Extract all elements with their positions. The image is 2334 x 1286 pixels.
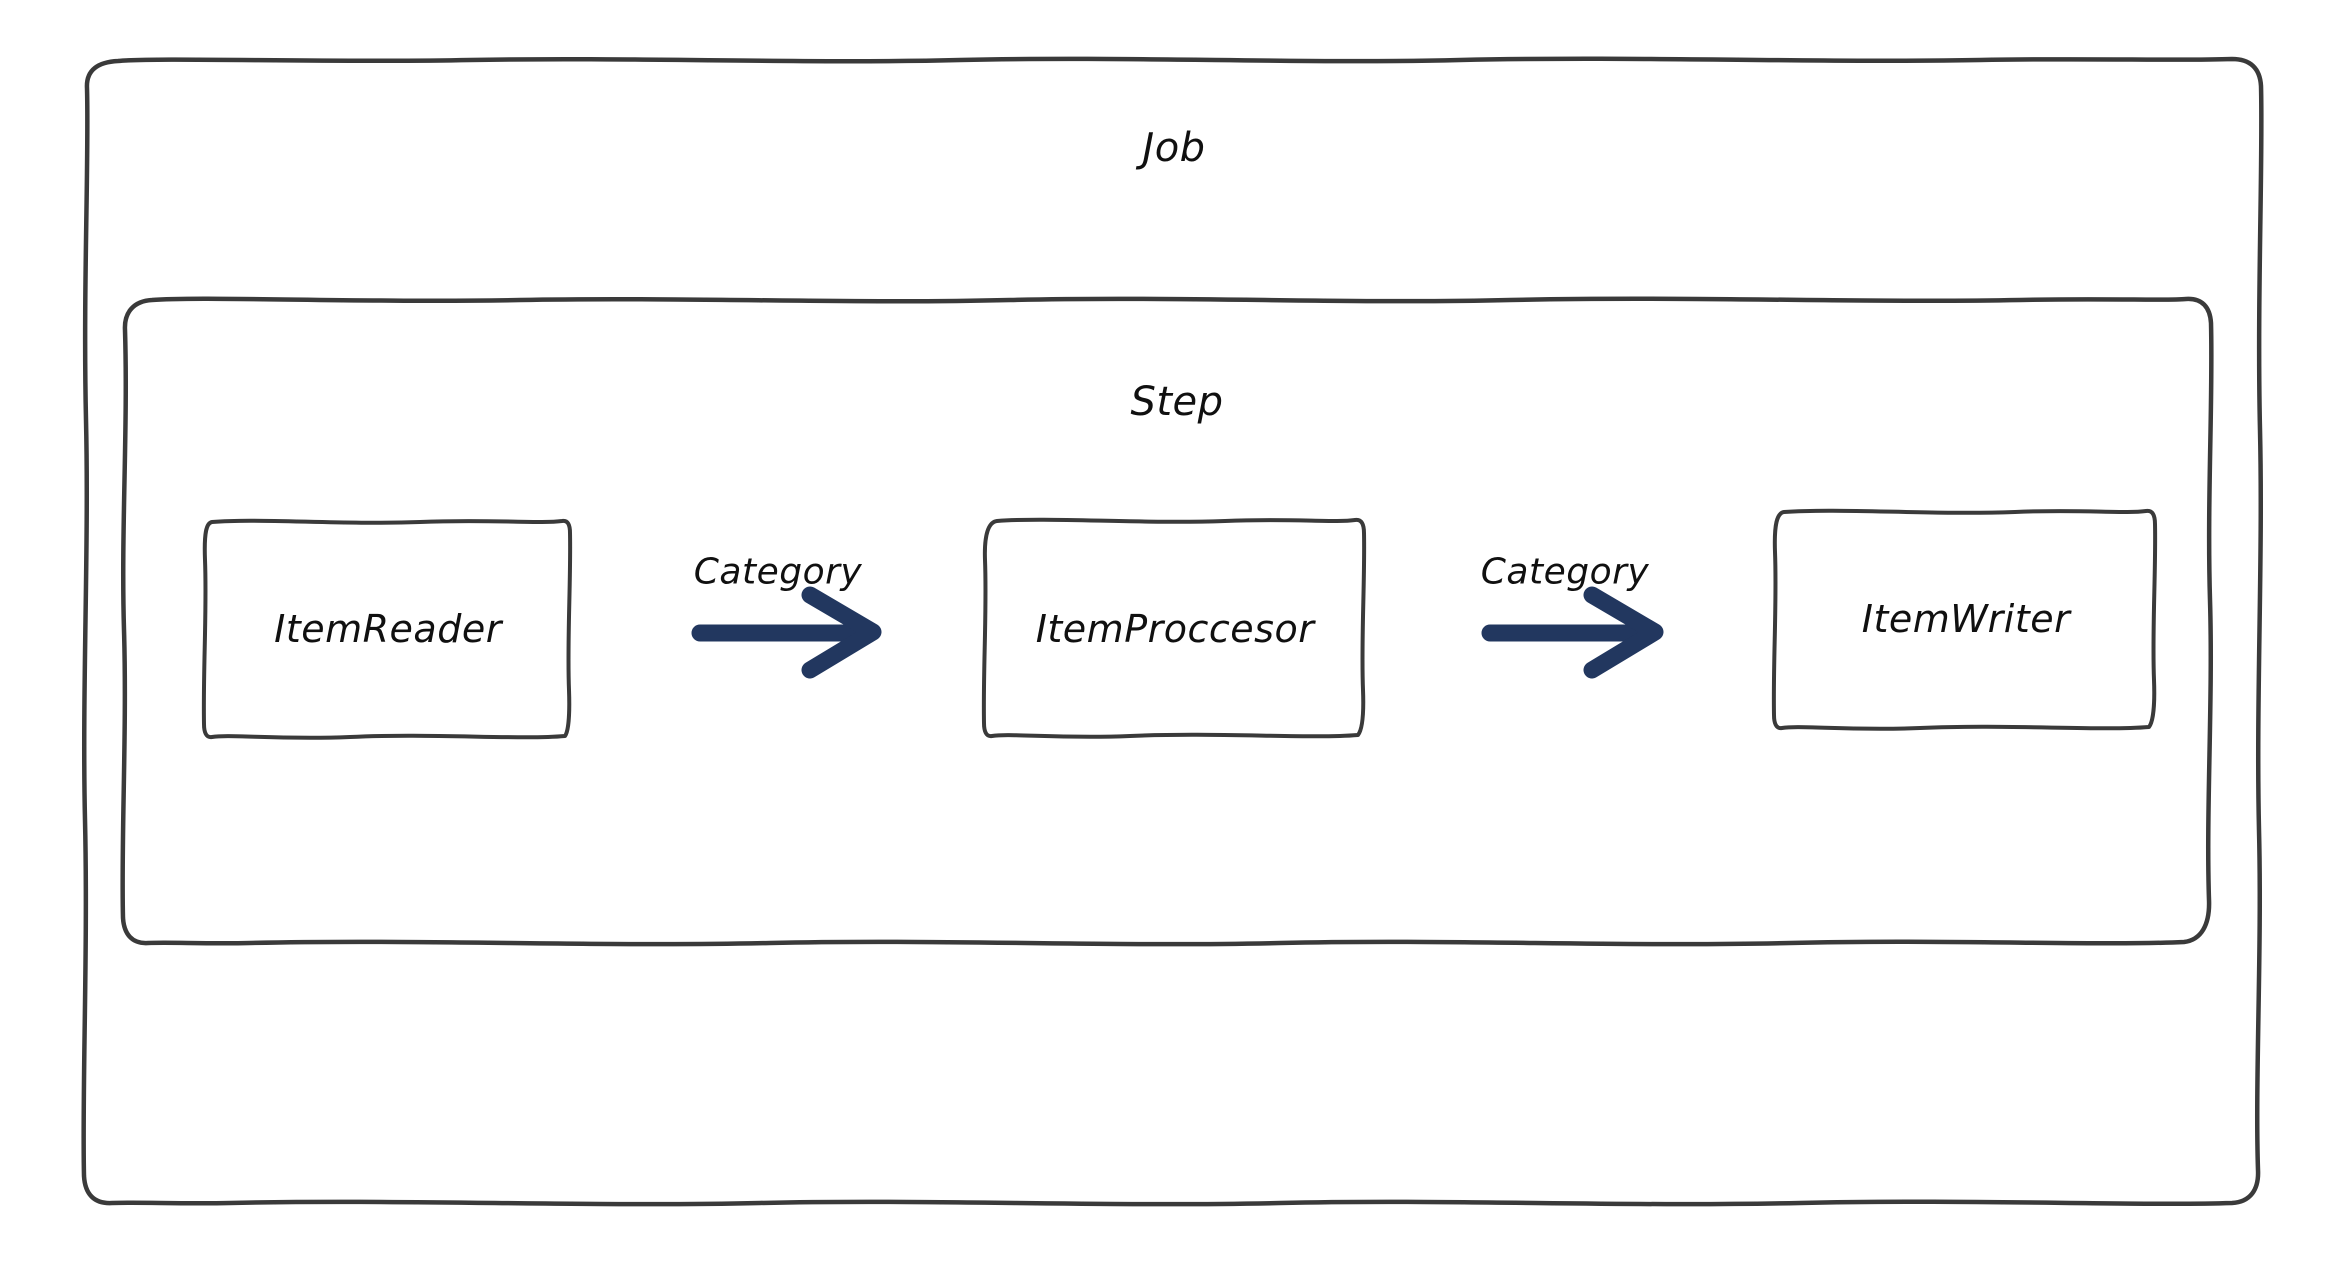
item-reader-label: ItemReader (274, 607, 502, 651)
arrow-head-2 (1583, 586, 1664, 679)
item-proccesor-label: ItemProccesor (1035, 607, 1315, 651)
arrow-head-1 (801, 586, 882, 679)
step-container-label: Step (1130, 379, 1224, 425)
edge-proccesor-to-writer-arrow[interactable] (1481, 586, 1664, 679)
job-container-outline[interactable] (81, 56, 2264, 1207)
item-writer-label: ItemWriter (1861, 597, 2071, 641)
edge-reader-to-proccesor-label: Category (693, 551, 863, 593)
item-reader-box-outline[interactable] (201, 518, 573, 740)
step-container-outline[interactable] (120, 296, 2214, 947)
edge-reader-to-proccesor-arrow[interactable] (691, 586, 882, 679)
item-proccesor-box-outline[interactable] (981, 517, 1367, 739)
job-container-label: Job (1142, 125, 1206, 171)
edge-proccesor-to-writer-label: Category (1480, 551, 1650, 593)
item-writer-box-outline[interactable] (1771, 508, 2158, 731)
